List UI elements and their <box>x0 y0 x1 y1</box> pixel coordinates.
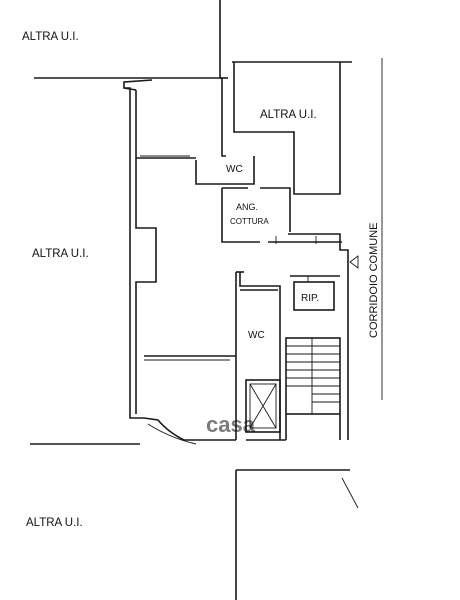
label-altra-top-right: ALTRA U.I. <box>260 109 317 121</box>
label-altra-top-left: ALTRA U.I. <box>22 31 79 43</box>
label-corridoio-comune: CORRIDOIO COMUNE <box>368 223 380 339</box>
label-cottura: COTTURA <box>230 217 269 226</box>
watermark: casa <box>206 412 256 437</box>
label-altra-left: ALTRA U.I. <box>32 248 89 260</box>
entrance-marker <box>349 255 359 269</box>
label-altra-bottom: ALTRA U.I. <box>26 517 83 529</box>
apartment-walls <box>123 61 352 445</box>
label-ang: ANG. <box>236 202 258 212</box>
neighbour-boundaries <box>30 0 383 600</box>
label-wc-lower: WC <box>248 330 265 341</box>
label-wc-upper: WC <box>226 164 243 175</box>
label-rip: RIP. <box>301 293 319 304</box>
